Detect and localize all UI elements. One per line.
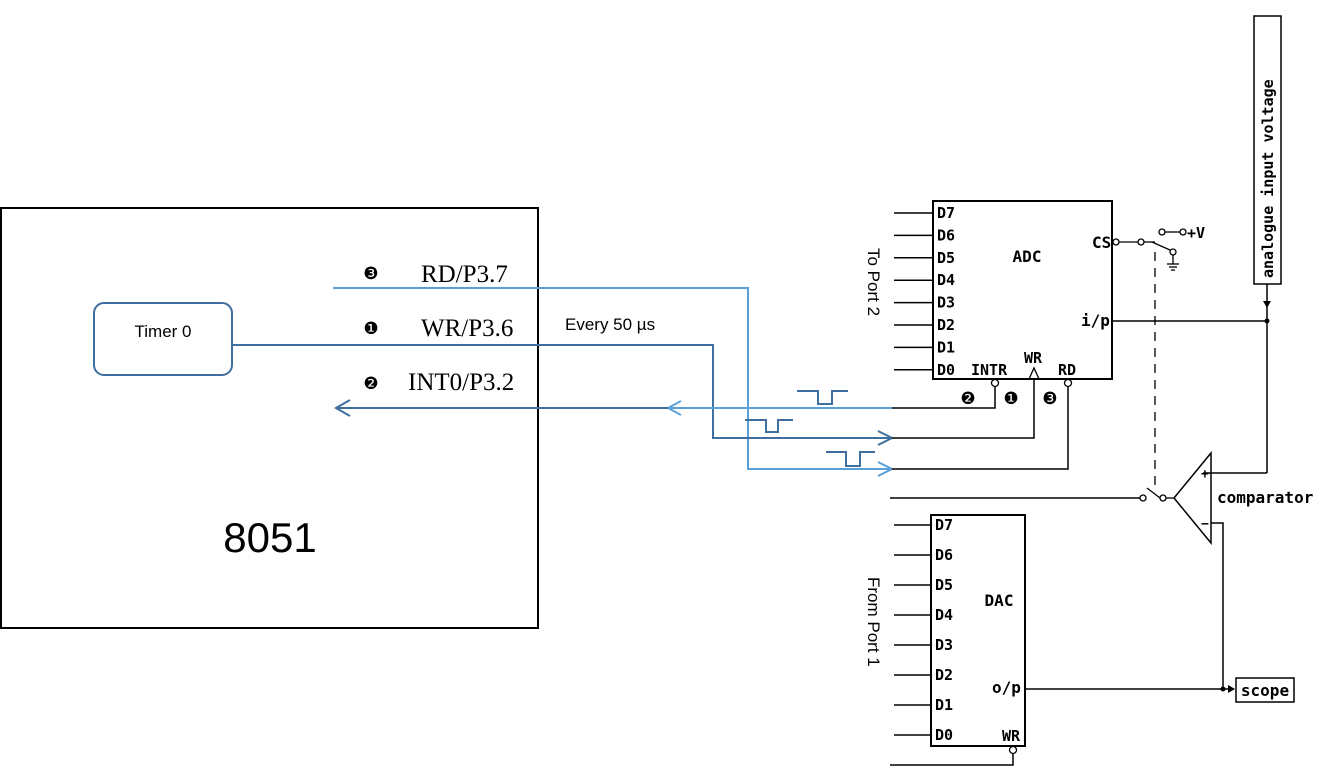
comparator-plus-label: +: [1201, 467, 1209, 482]
dac-label: DAC: [985, 591, 1014, 610]
dac-wr-pin-icon: [1008, 745, 1018, 755]
int-arrow-icon: [333, 399, 351, 417]
wr-marker: ❶: [363, 319, 378, 338]
cs-switch: [1112, 228, 1187, 488]
comparator-minus-wire: [1211, 522, 1224, 689]
adc-rd-pin-icon: [1063, 378, 1073, 388]
adc-port-label: To Port 2: [864, 248, 883, 316]
dac-wr-wire: [890, 754, 1014, 766]
adc-pin-label: D3: [937, 294, 955, 312]
rd-wire: [333, 287, 892, 470]
adc-intr-pin-icon: [990, 378, 1000, 388]
analogue-input: analogue input voltage: [1203, 15, 1282, 474]
rd-marker: ❸: [363, 264, 378, 283]
int-marker: ❷: [363, 374, 378, 393]
comparator-symbol-icon: [1173, 450, 1212, 546]
comparator-minus-label: −: [1201, 517, 1209, 532]
adc-wr-pin-icon: [1028, 366, 1040, 380]
adc-input-label: i/p: [1081, 311, 1110, 330]
timer0-box: [93, 302, 233, 376]
scope-label: scope: [1241, 681, 1289, 700]
dac-pin-label: D4: [935, 606, 953, 624]
comparator-switch-pin-icon: [1139, 494, 1147, 502]
cs-switch-pivot-icon: [1137, 238, 1145, 246]
adc-pin-label: D1: [937, 338, 955, 356]
adc-pin-label: D6: [937, 226, 955, 244]
ground-pin-icon: [1169, 248, 1177, 256]
adc-wr-marker: ❶: [1003, 389, 1018, 408]
timer0-label: Timer 0: [135, 322, 192, 341]
adc-rd-label: RD: [1058, 361, 1076, 379]
adc-wr-wire: [892, 379, 1035, 439]
adc-pin-label: D4: [937, 271, 955, 289]
adc-intr-marker: ❷: [960, 389, 975, 408]
mcu-label: 8051: [223, 514, 316, 561]
adc-intr-wire: [892, 387, 996, 409]
adc-pin-label: D2: [937, 316, 955, 334]
supply-node-icon: [1179, 228, 1187, 236]
analogue-input-label: analogue input voltage: [1259, 79, 1277, 278]
wr-pulse-icon: [745, 419, 793, 433]
wr-pin-label: WR/P3.6: [421, 315, 513, 342]
int-pin-label: INT0/P3.2: [408, 369, 514, 396]
timer-period-label: Every 50 µs: [565, 315, 655, 334]
dac-pin-label: D6: [935, 546, 953, 564]
mcu-8051: 8051 Timer 0 ❸ RD/P3.7 ❶ WR/P3.6 ❷ INT0/…: [0, 207, 655, 629]
scope-box: [1235, 677, 1295, 703]
rd-pin-label: RD/P3.7: [421, 261, 508, 288]
adc-box: [932, 200, 1113, 380]
analogue-arrow-icon: [1263, 301, 1271, 308]
int-pulse-icon: [797, 390, 848, 405]
interconnect-wires: [232, 287, 895, 477]
supply-label: +V: [1187, 224, 1205, 242]
supply-pin-icon: [1158, 228, 1166, 236]
adc-pin-label: D7: [937, 204, 955, 222]
dac-pin-label: D0: [935, 726, 953, 744]
scope-junction-dot-icon: [1220, 686, 1226, 692]
dac-output-label: o/p: [992, 678, 1021, 697]
scope-arrow-icon: [1228, 685, 1235, 693]
dac-pin-label: D3: [935, 636, 953, 654]
adc-label: ADC: [1013, 247, 1042, 266]
cs-pin-icon: [1112, 238, 1120, 246]
dac-pin-label: D7: [935, 516, 953, 534]
adc-cs-label: CS: [1092, 233, 1111, 252]
comparator-switch-node-icon: [1159, 494, 1167, 502]
adc-pin-label: D0: [937, 361, 955, 379]
scope: scope: [1235, 677, 1295, 703]
dac-box: [930, 514, 1026, 747]
dac-port-label: From Port 1: [864, 577, 883, 667]
adc-pin-label: D5: [937, 249, 955, 267]
rd-pulse-icon: [826, 451, 875, 467]
junction-dot-icon: [1264, 318, 1270, 324]
dac-pin-label: D5: [935, 576, 953, 594]
dac-pin-label: D1: [935, 696, 953, 714]
dac-pin-label: D2: [935, 666, 953, 684]
dac-wr-label: WR: [1002, 727, 1021, 745]
comparator-label: comparator: [1217, 488, 1313, 507]
adc-intr-label: INTR: [971, 361, 1008, 379]
adc-rd-wire: [892, 387, 1069, 470]
adc-wr-label: WR: [1024, 349, 1043, 367]
adc-rd-marker: ❸: [1042, 389, 1057, 408]
wr-wire: [232, 344, 892, 439]
comparator: + − comparator: [890, 450, 1313, 689]
mcu-box: [0, 207, 539, 629]
comparator-switch-blade-icon: [1146, 487, 1161, 499]
cs-switch-blade-icon: [1151, 241, 1171, 251]
